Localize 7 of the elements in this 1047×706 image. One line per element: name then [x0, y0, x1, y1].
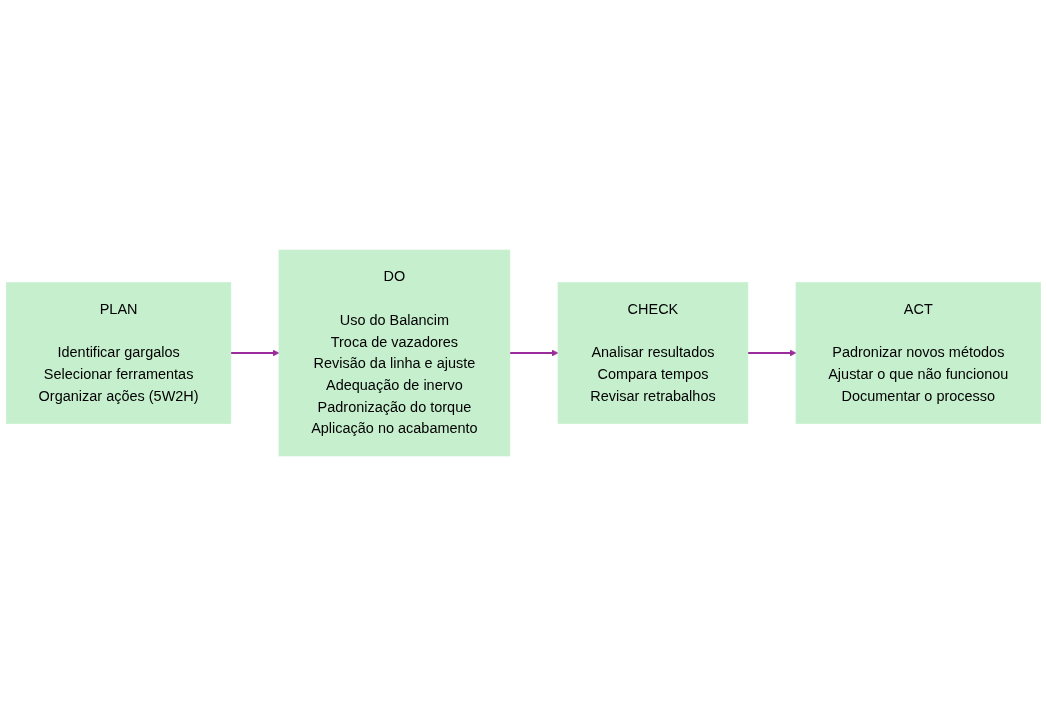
node-box: DO Uso do Balancim Troca de vazadores Revisão da linha e ajuste Adequação de inervo Padronização do torque Aplicação no acabamento — [278, 249, 511, 457]
node-box: CHECK Analisar resultados Compara tempos Revisar retrabalhos — [557, 282, 749, 424]
node-box: ACT Padronizar novos métodos Ajustar o que não funcionou Documentar o processo — [795, 282, 1041, 424]
arrow — [230, 349, 280, 357]
arrow — [509, 349, 559, 357]
node-box: PLAN Identificar gargalos Selecionar ferramentas Organizar ações (5W2H) — [6, 282, 232, 424]
arrow — [747, 349, 797, 357]
